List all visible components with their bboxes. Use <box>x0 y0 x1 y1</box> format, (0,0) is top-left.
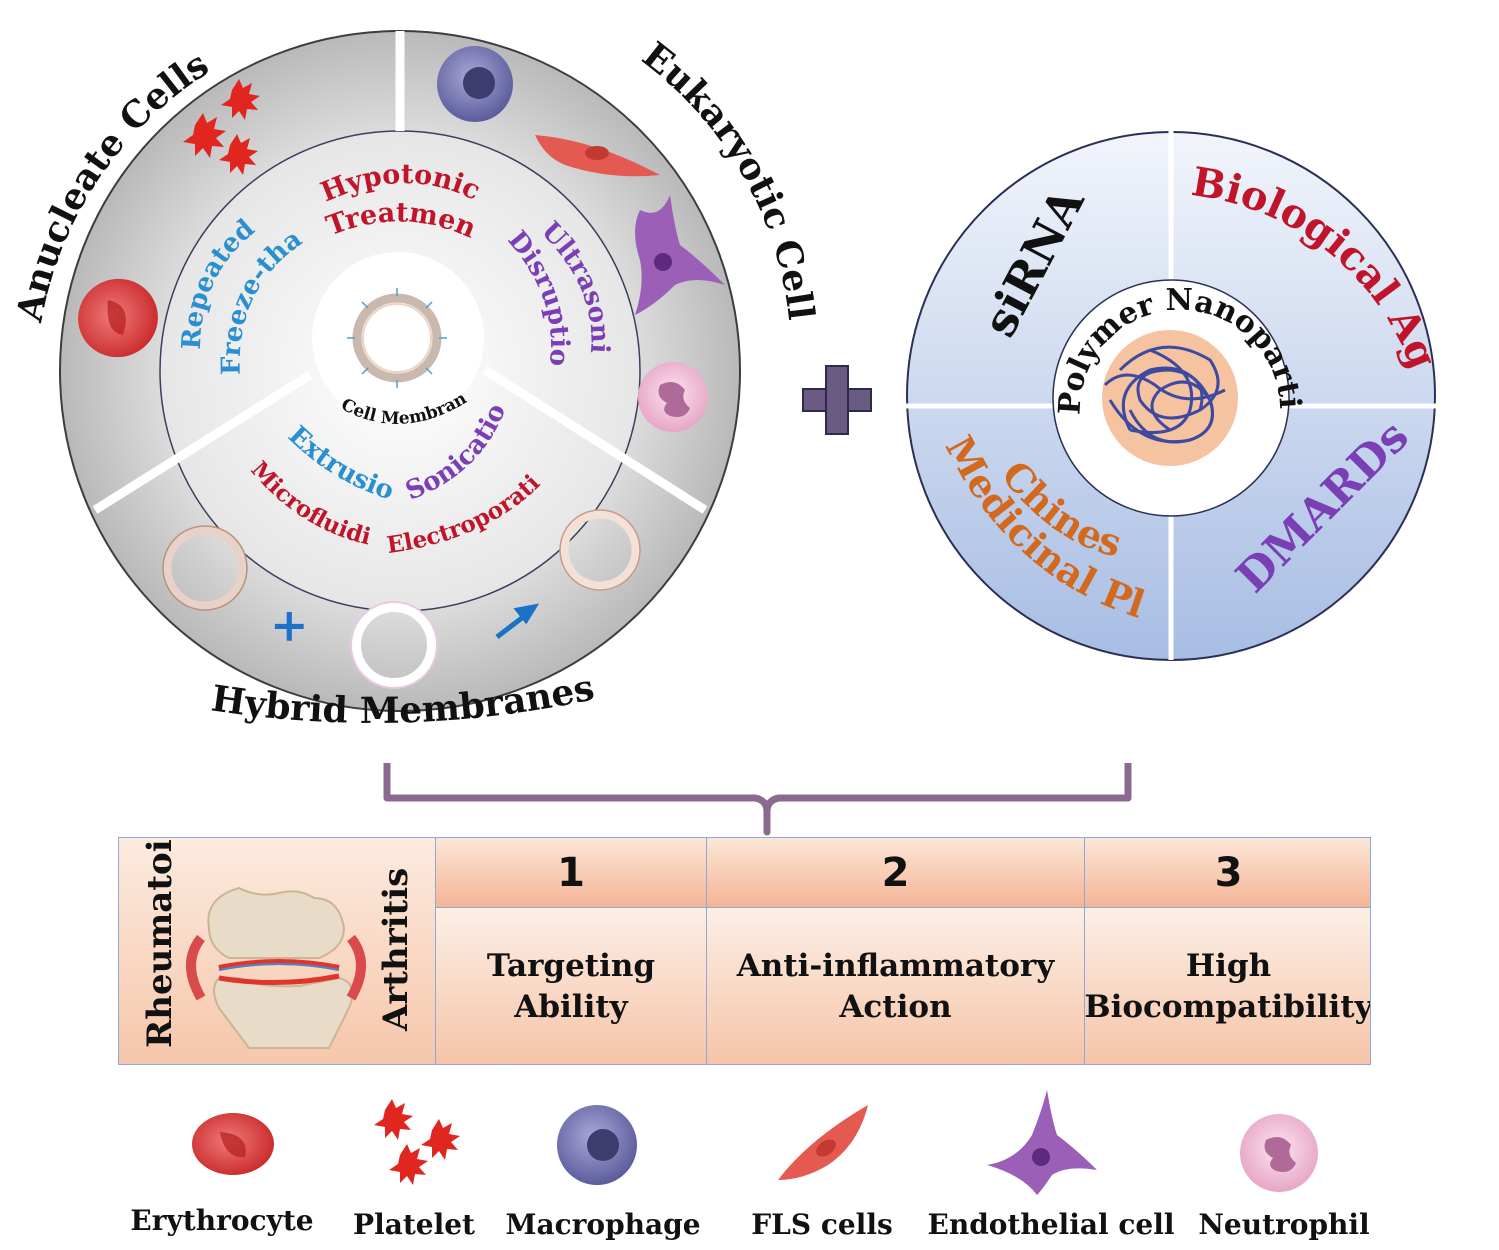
column-1-property: Targeting Ability <box>435 908 706 1064</box>
column-2-number: 2 <box>706 838 1084 908</box>
endothelial-cell-icon <box>635 195 725 315</box>
legend-neutrophil-icon <box>1240 1114 1318 1192</box>
legend-erythrocyte-label: Erythrocyte <box>130 1204 314 1237</box>
rheumatoid-label: Rheumatoid <box>140 838 180 1048</box>
legend-neutrophil-label: Neutrophil <box>1198 1208 1370 1241</box>
legend-platelet-icon <box>374 1099 460 1185</box>
hybrid-ring-icon <box>162 509 641 689</box>
joint-icon: Rheumatoid Arthritis <box>140 838 416 1049</box>
column-3-number: 3 <box>1084 838 1370 908</box>
erythrocyte-icon <box>78 278 158 358</box>
membrane-wheel: Anucleate Cells Eukaryotic Cells Hybrid … <box>0 0 822 732</box>
legend-macrophage-label: Macrophage <box>505 1208 701 1241</box>
cell-membrane-icon <box>347 288 447 388</box>
plus-icon: + <box>270 598 309 652</box>
legend-fls-cell-icon <box>778 1105 868 1180</box>
legend-macrophage-icon <box>557 1105 637 1185</box>
arrow-icon <box>495 603 540 639</box>
combine-plus-icon <box>802 365 872 435</box>
rheumatoid-arthritis-cell: Rheumatoid Arthritis <box>119 838 435 1064</box>
arthritis-label: Arthritis <box>376 868 416 1032</box>
legend-fls-label: FLS cells <box>751 1208 893 1241</box>
column-1-number: 1 <box>435 838 706 908</box>
properties-table: Rheumatoid Arthritis 1 2 3 Targeting Abi… <box>118 837 1371 1065</box>
neutrophil-icon <box>638 362 708 432</box>
legend-erythrocyte-icon <box>192 1113 274 1175</box>
macrophage-icon <box>437 46 513 122</box>
column-3-property: High Biocompatibility <box>1084 908 1370 1064</box>
column-2-property: Anti-inflammatory Action <box>706 908 1084 1064</box>
fls-cell-icon <box>535 135 660 177</box>
legend-platelet-label: Platelet <box>353 1208 475 1241</box>
legend-endothelial-label: Endothelial cell <box>927 1208 1175 1241</box>
platelet-icon <box>183 79 260 175</box>
legend-endothelial-cell-icon <box>987 1090 1097 1195</box>
polymer-nanoparticle-icon <box>1102 330 1238 466</box>
combine-bracket <box>383 763 1132 836</box>
